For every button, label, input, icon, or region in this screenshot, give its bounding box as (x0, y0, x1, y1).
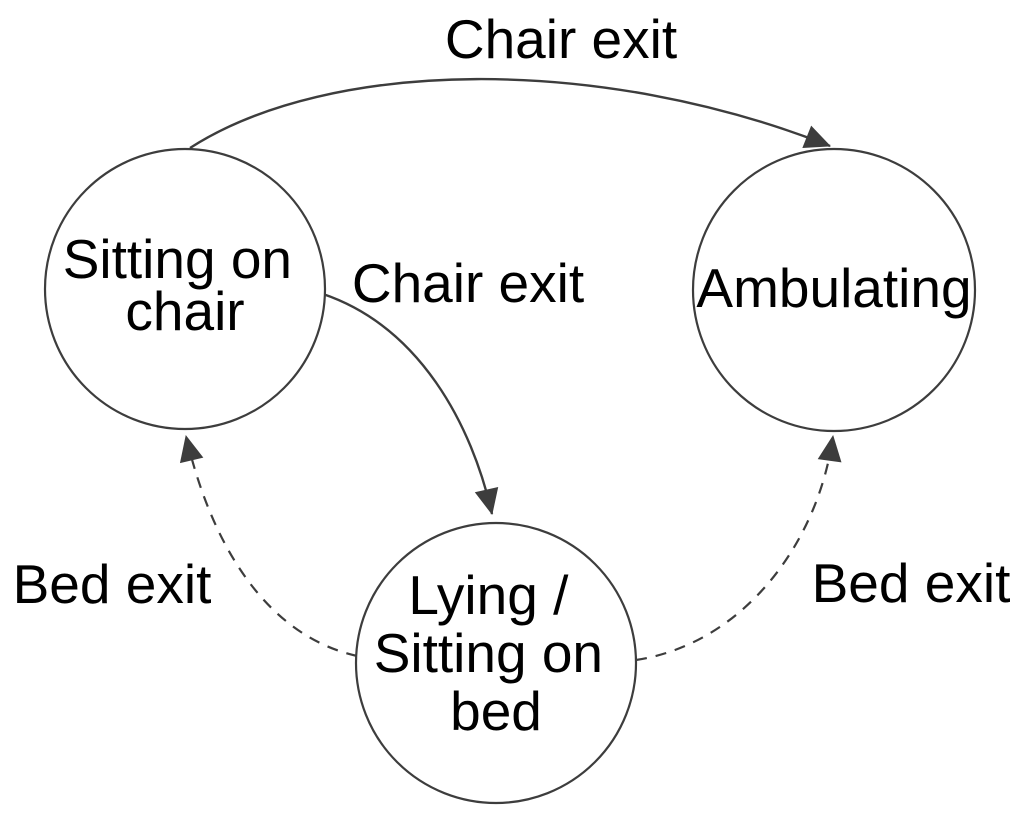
edge-label-chair-exit-middle: Chair exit (352, 252, 584, 314)
node-label-line: Lying / (408, 564, 569, 626)
node-label-line: Sitting on (63, 228, 292, 290)
node-label-line: Ambulating (696, 257, 971, 319)
edge-chair-exit-chair-to-ambulating (189, 77, 831, 150)
node-label-line: bed (450, 680, 542, 742)
node-sitting-on-chair (43, 147, 327, 431)
node-label-line: Sitting on (374, 622, 603, 684)
node-label-ambulating: Ambulating (696, 257, 971, 319)
edge-bed-exit-bed-to-ambulating (635, 435, 842, 662)
node-lying-sitting-on-bed (354, 521, 638, 805)
node-ambulating (691, 147, 977, 433)
edge-bed-exit-bed-to-chair (179, 435, 358, 658)
edge-label-bed-exit-left: Bed exit (13, 553, 212, 615)
node-label-lying-sitting-on-bed: Lying / Sitting on bed (374, 564, 619, 742)
node-label-line: chair (125, 280, 244, 342)
edge-chair-exit-chair-to-bed (322, 292, 499, 515)
node-label-sitting-on-chair: Sitting on chair (63, 228, 308, 342)
edge-label-chair-exit-top: Chair exit (445, 8, 677, 70)
edge-label-bed-exit-right: Bed exit (812, 552, 1011, 614)
